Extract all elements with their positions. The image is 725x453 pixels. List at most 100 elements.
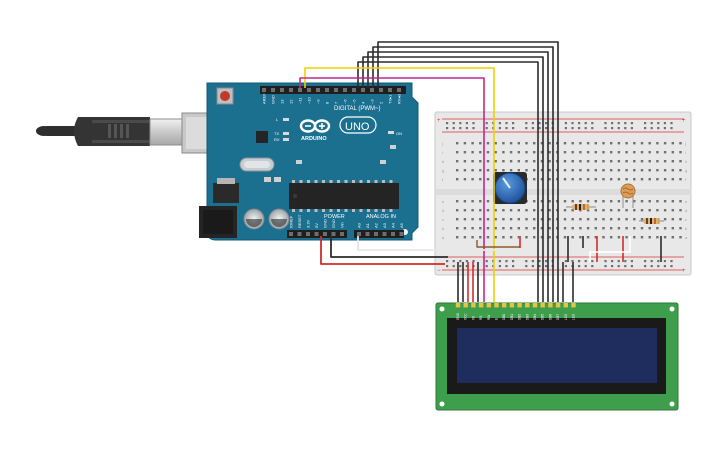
digital-pin-hole[interactable] — [343, 88, 347, 92]
breadboard-row-label: f — [685, 177, 687, 182]
resistor-icon — [566, 204, 596, 210]
power-pin-hole[interactable] — [314, 232, 319, 236]
breadboard-row-label: d — [685, 208, 687, 213]
digital-pin-hole[interactable] — [361, 88, 365, 92]
digital-pin-hole[interactable] — [334, 88, 338, 92]
analog-pin-hole[interactable] — [357, 232, 361, 236]
breadboard-row-label: h — [685, 159, 687, 164]
breadboard-row-label: d — [442, 208, 444, 213]
digital-pin-hole[interactable] — [280, 88, 284, 92]
lcd-pin[interactable] — [455, 303, 461, 308]
lcd-pin-label: LED — [564, 313, 568, 320]
lcd-pin-label: DB3 — [525, 314, 529, 320]
photoresistor-icon — [620, 183, 636, 208]
lcd-pin[interactable] — [517, 303, 522, 308]
digital-label: DIGITAL (PWM~) — [334, 106, 381, 112]
lcd-pin-label: VCC — [464, 313, 468, 320]
breadboard-row-label: g — [442, 168, 444, 173]
l-led-label: L — [276, 117, 279, 122]
breadboard-row-label: f — [442, 177, 444, 182]
lcd-pin-label: DB4 — [533, 314, 537, 320]
analog-pin-hole[interactable] — [365, 232, 370, 236]
lcd-pin[interactable] — [486, 303, 491, 308]
power-pin-label: IOREF — [289, 215, 294, 228]
lcd-pin-label: RW — [487, 315, 491, 320]
digital-pin-hole[interactable] — [298, 88, 302, 92]
lcd-pin[interactable] — [540, 303, 545, 308]
digital-pin-label: GND — [271, 95, 276, 104]
digital-pin-hole[interactable] — [397, 88, 401, 92]
lcd-pin[interactable] — [525, 303, 530, 308]
analog-pin-label: A1 — [365, 222, 370, 228]
on-label: ON — [396, 131, 402, 136]
digital-pin-hole[interactable] — [370, 88, 374, 92]
lcd-pin-label: DB7 — [556, 314, 560, 320]
digital-pin-label: ~6 — [343, 99, 348, 104]
digital-pin-hole[interactable] — [307, 88, 311, 92]
reset-button-icon[interactable] — [216, 87, 234, 105]
analog-pin-hole[interactable] — [399, 232, 404, 236]
lcd-screen — [457, 328, 657, 383]
lcd-pin[interactable] — [478, 303, 484, 308]
digital-pin-hole[interactable] — [352, 88, 356, 92]
lcd-pin-label: RS — [479, 316, 483, 320]
digital-pin-hole[interactable] — [379, 88, 383, 92]
power-pin-hole[interactable] — [306, 232, 310, 236]
potentiometer-icon[interactable] — [493, 172, 527, 204]
lcd-pin-label: V0 — [471, 316, 475, 320]
breadboard-row-label: e — [442, 199, 445, 204]
lcd-pin-label: DB1 — [510, 314, 514, 320]
lcd-pin[interactable] — [471, 303, 476, 308]
digital-pin-label: 4 — [361, 101, 366, 104]
lcd-pin[interactable] — [548, 303, 553, 308]
power-pin-hole[interactable] — [297, 232, 302, 236]
analog-pin-label: A2 — [374, 222, 379, 228]
power-pin-hole[interactable] — [289, 232, 293, 236]
digital-pin-label: 12 — [289, 99, 294, 104]
digital-pin-hole[interactable] — [289, 88, 293, 92]
lcd-pin[interactable] — [494, 303, 499, 308]
lcd-pin[interactable] — [555, 303, 561, 308]
digital-pin-label: AREF — [262, 93, 267, 104]
analog-pin-label: A4 — [391, 222, 396, 228]
lcd-pin[interactable] — [571, 303, 576, 308]
rx-label: RX — [274, 137, 280, 142]
power-pin-hole[interactable] — [331, 232, 336, 236]
arduino-logo-text: ARDUINO — [301, 136, 327, 142]
capacitor-icon — [243, 208, 290, 230]
lcd-pin[interactable] — [509, 303, 515, 308]
arduino-logo — [299, 119, 331, 133]
digital-pin-hole[interactable] — [316, 88, 320, 92]
usb-chip-icon — [256, 131, 268, 143]
lcd-pin-label: E — [495, 318, 499, 320]
breadboard-row-label: b — [442, 226, 445, 231]
lcd-pin[interactable] — [563, 303, 568, 308]
rail-plus-top: + — [437, 118, 441, 124]
analog-pin-hole[interactable] — [374, 232, 378, 236]
power-label: POWER — [324, 214, 345, 220]
digital-pin-hole[interactable] — [388, 88, 392, 92]
power-pin-hole[interactable] — [323, 232, 327, 236]
lcd-pin[interactable] — [532, 303, 538, 308]
tx-label: TX — [274, 131, 279, 136]
breadboard-row-label: b — [685, 226, 688, 231]
breadboard-row-label: h — [442, 159, 444, 164]
digital-pin-label: 7 — [334, 101, 339, 104]
power-pin-label: GND — [331, 219, 336, 228]
breadboard-row-label: j — [684, 141, 686, 146]
rail-plus-top-right: + — [682, 118, 686, 124]
analog-pin-hole[interactable] — [391, 232, 395, 236]
analog-pin-hole[interactable] — [382, 232, 387, 236]
power-pin-hole[interactable] — [340, 232, 344, 236]
analog-pin-label: A5 — [399, 222, 404, 228]
digital-pin-hole[interactable] — [271, 88, 275, 92]
digital-pin-hole[interactable] — [262, 88, 266, 92]
lcd-pin[interactable] — [463, 303, 468, 308]
breadboard-row-label: j — [441, 141, 443, 146]
analog-header — [354, 230, 404, 238]
crystal-icon — [239, 157, 275, 172]
lcd-pin[interactable] — [502, 303, 507, 308]
digital-pin-hole[interactable] — [325, 88, 329, 92]
breadboard-row-label: e — [685, 199, 688, 204]
